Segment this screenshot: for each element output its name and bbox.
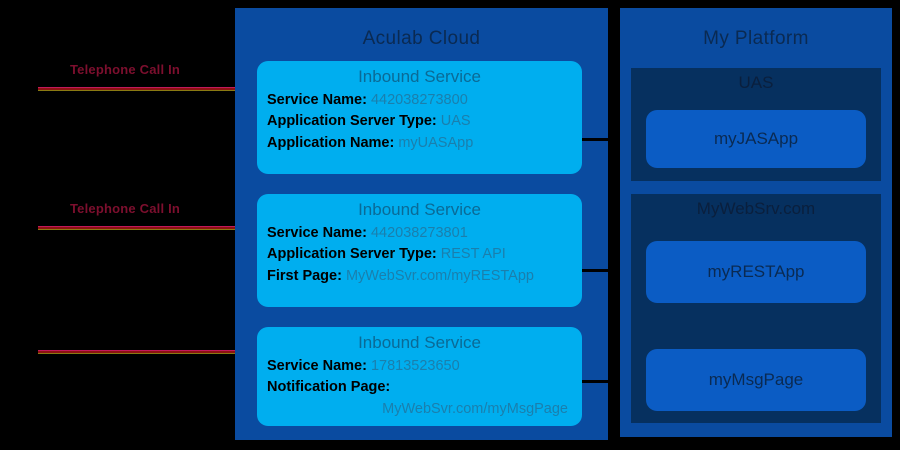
field-value: 17813523650 [370, 358, 460, 374]
field-value: UAS [440, 113, 471, 130]
aculab-cloud-title: Aculab Cloud [362, 28, 481, 49]
field-label: Service Name: [267, 92, 367, 108]
inbound-service-card-2[interactable]: Inbound Service Service Name: 4420382738… [257, 194, 582, 307]
service-field-row: Notification Page: [267, 377, 572, 398]
call-in-label-1: Telephone Call In [70, 62, 181, 77]
app-box-label: myRESTApp [707, 262, 805, 281]
field-label: Service Name: [267, 358, 367, 374]
app-box-label: myJASApp [713, 129, 799, 148]
field-value: MyWebSvr.com/myMsgPage [382, 400, 568, 417]
field-label: Service Name: [267, 225, 367, 241]
field-label: First Page: [267, 267, 342, 284]
service-field-row: Application Server Type: UAS [267, 111, 572, 132]
service-field-row: MyWebSvr.com/myMsgPage [267, 399, 572, 420]
app-box-label: myMsgPage [708, 370, 804, 389]
inbound-service-card-3[interactable]: Inbound Service Service Name: 1781352365… [257, 327, 582, 426]
service-field-row: First Page: MyWebSvr.com/myRESTApp [267, 266, 572, 287]
service-field-row: Application Name: myUASApp [267, 133, 572, 154]
call-in-arrow-2 [38, 219, 264, 237]
service-field-row: Service Name: 17813523650 [267, 356, 572, 377]
field-value: REST API [440, 246, 506, 263]
field-label: Application Name: [267, 134, 395, 151]
inbound-service-card-1[interactable]: Inbound Service Service Name: 4420382738… [257, 61, 582, 174]
service-card-title: Inbound Service [358, 333, 481, 352]
call-in-arrow-3 [38, 343, 264, 361]
field-value: myUASApp [398, 134, 474, 151]
my-platform-title: My Platform [703, 28, 809, 49]
service-field-row: Application Server Type: REST API [267, 244, 572, 265]
app-box-myjasapp[interactable]: myJASApp [646, 110, 866, 168]
app-box-mymsgpage[interactable]: myMsgPage [646, 349, 866, 411]
platform-group-title: MyWebSrv.com [696, 199, 816, 218]
service-field-row: Service Name: 442038273801 [267, 223, 572, 244]
app-box-myrestapp[interactable]: myRESTApp [646, 241, 866, 303]
platform-group-title: UAS [738, 73, 774, 92]
service-card-title: Inbound Service [358, 67, 481, 86]
field-label: Application Server Type: [267, 113, 437, 130]
service-field-row: Service Name: 442038273800 [267, 90, 572, 111]
field-value: 442038273800 [370, 92, 468, 108]
field-value: 442038273801 [370, 225, 468, 241]
field-value: MyWebSvr.com/myRESTApp [345, 267, 534, 284]
call-in-label-2: Telephone Call In [70, 201, 181, 216]
field-label: Application Server Type: [267, 246, 437, 263]
field-label: Notification Page: [267, 379, 391, 396]
service-card-title: Inbound Service [358, 200, 481, 219]
call-in-arrow-1 [38, 80, 264, 98]
